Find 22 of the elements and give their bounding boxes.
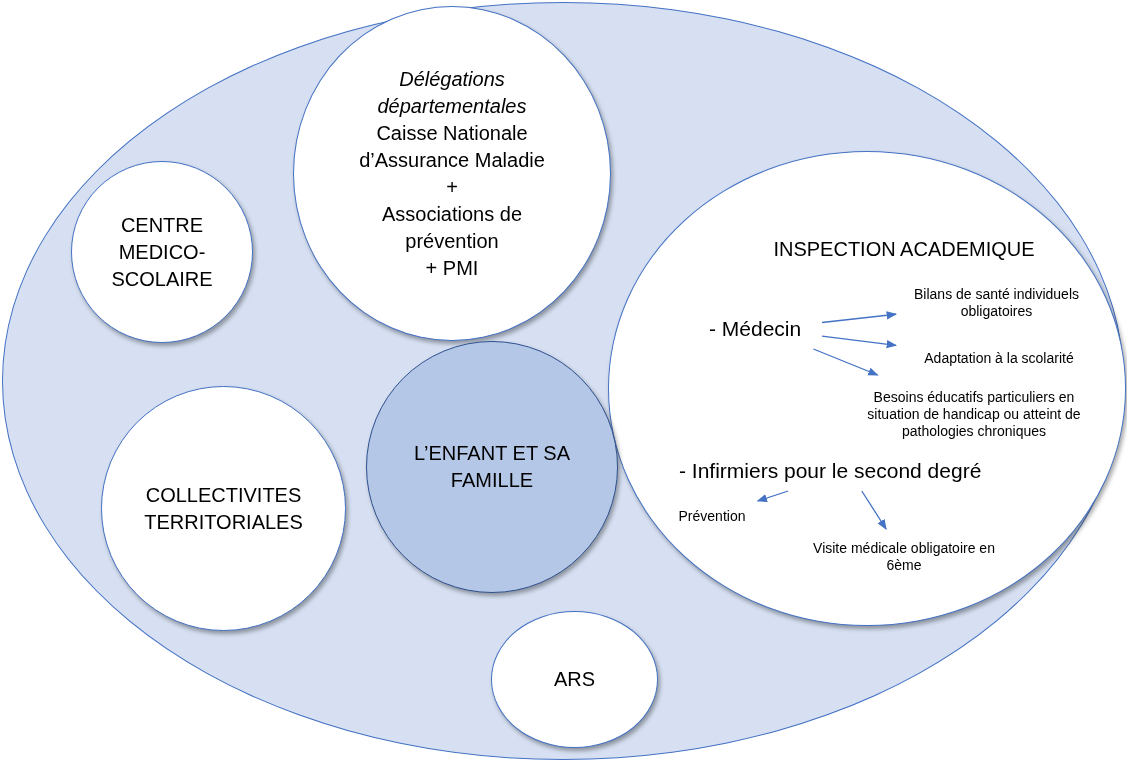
circle-title: ARS (553, 667, 596, 692)
circle-text: + (446, 174, 458, 200)
circle-title: COLLECTIVITES TERRITORIALES (143, 482, 304, 535)
arrow (861, 490, 887, 530)
arrow (821, 311, 898, 324)
role-label: - Médecin (709, 316, 803, 343)
circle-title: INSPECTION ACADEMIQUE (772, 237, 1036, 262)
circle-text: Caisse Nationale d’Assurance Maladie (358, 120, 546, 173)
mission-text: Prévention (677, 507, 747, 525)
arrow (756, 490, 789, 503)
arrow (812, 348, 879, 376)
role-label: - Infirmiers pour le second degré (679, 458, 983, 485)
mission-text: Adaptation à la scolarité (923, 349, 1075, 367)
circle-text: Associations de prévention (380, 201, 524, 254)
arrow (821, 335, 898, 349)
circle-title: Délégations départementales (376, 66, 528, 119)
mission-text: Visite médicale obligatoire en 6ème (812, 540, 996, 574)
circle-title: L’ENFANT ET SA FAMILLE (413, 441, 571, 493)
circle-text: + PMI (425, 255, 479, 281)
mission-text: Bilans de santé individuels obligatoires (913, 286, 1080, 320)
circle-title: CENTRE MEDICO-SCOLAIRE (110, 212, 214, 292)
mission-text: Besoins éducatifs particuliers en situation de handicap ou atteint de pathologies chroniques (866, 388, 1082, 440)
